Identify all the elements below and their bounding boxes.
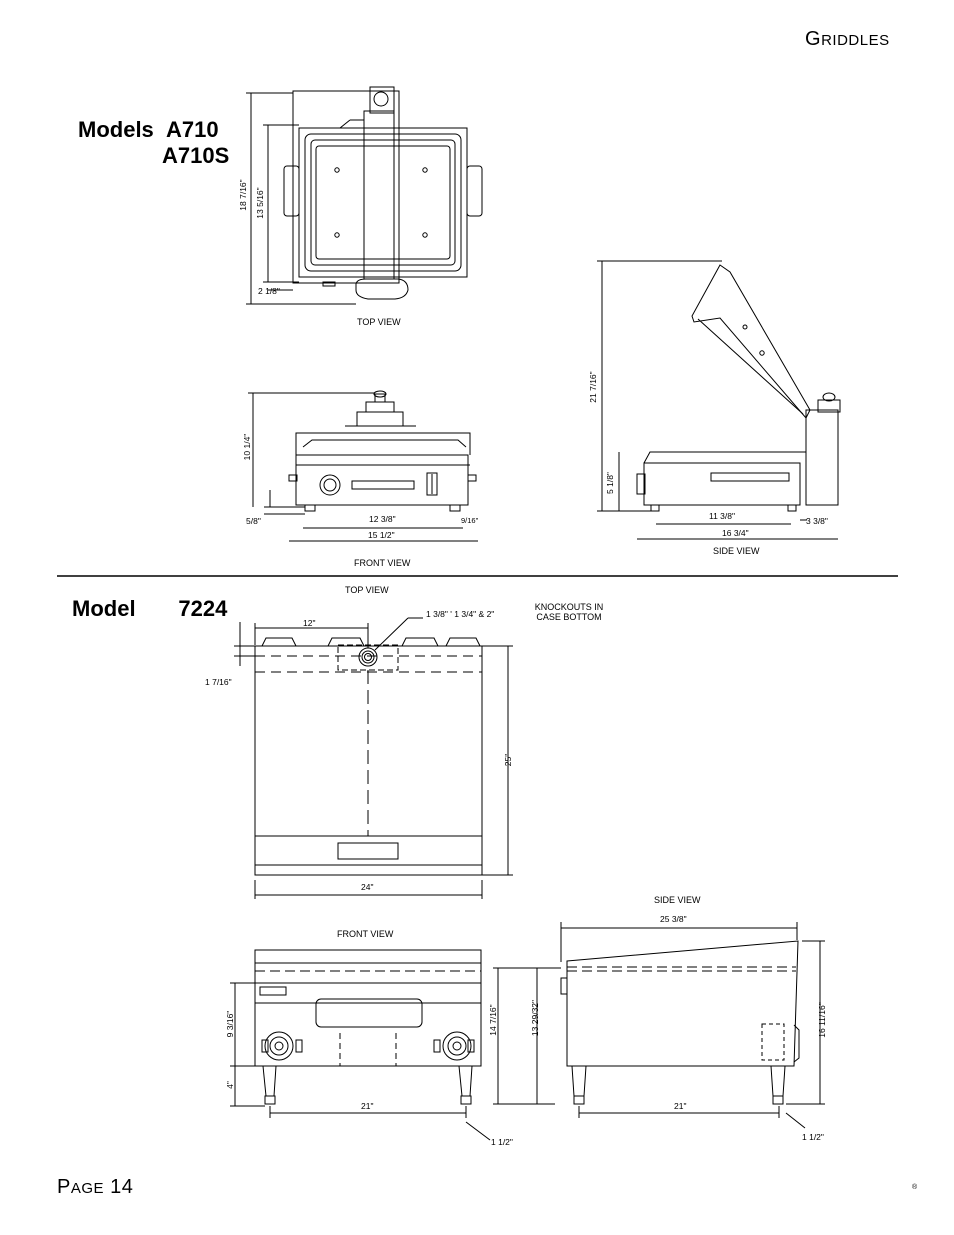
section-title: GRIDDLES [805,28,890,50]
a710-front-view-drawing [248,390,478,542]
dim-7224-side-leg-offset: 1 1/2" [802,1132,824,1142]
dim-a710-front-side-offset: 9/16" [461,516,479,525]
dim-7224-top-knockout-sizes: 1 3/8" ' 1 3/4" & 2" [426,609,495,619]
dim-7224-top-knockout-offset: 12" [303,618,316,628]
dim-a710-front-height: 10 1/4" [242,433,252,461]
7224-side-view-label: SIDE VIEW [654,895,701,905]
7224-top-view-label: TOP VIEW [345,585,389,595]
dim-7224-front-overall-height: 14 7/16" [488,1004,498,1036]
dim-a710-side-overall-depth: 16 3/4" [722,528,749,538]
dim-7224-front-leg-height: 4" [225,1081,235,1089]
dim-a710-front-overall-width: 15 1/2" [368,530,395,540]
dim-a710-side-height-closed: 5 1/8" [605,472,615,494]
dim-7224-top-width: 24" [361,882,374,892]
dim-7224-side-rear-height: 16 11/16" [817,1002,827,1038]
dim-a710-top-offset: 2 1/8" [258,286,280,296]
dim-a710-side-height-open: 21 7/16" [588,371,598,403]
model-title-a710: Models A710 [78,117,219,142]
dim-7224-front-body-height: 9 3/16" [225,1010,235,1038]
7224-front-view-label: FRONT VIEW [337,929,394,939]
dim-a710-side-body-depth: 11 3/8" [709,511,736,521]
dim-7224-side-front-height: 13 29/32" [530,999,540,1037]
dim-a710-top-height-body: 13 5/16" [255,187,265,219]
a710-side-view-drawing [597,260,841,540]
dim-7224-top-depth: 25" [503,753,513,767]
dim-7224-front-leg-spacing: 21" [361,1101,374,1111]
a710-front-view-label: FRONT VIEW [354,558,411,568]
model-title-7224: Model 7224 [72,596,228,621]
dim-7224-side-leg-spacing: 21" [674,1101,687,1111]
dim-a710-side-rear-offset: 3 3/8" [806,516,828,526]
dim-7224-side-depth-overall: 25 3/8" [660,914,687,924]
a710-side-view-label: SIDE VIEW [713,546,760,556]
page-number: PAGE 14 [57,1176,134,1198]
registered-mark: ® [912,1184,918,1191]
dim-a710-front-foot: 5/8" [246,516,261,526]
dim-7224-front-leg-offset: 1 1/2" [491,1137,513,1147]
model-title-a710s: A710S [162,143,230,168]
7224-top-view-drawing [234,617,513,899]
dim-7224-top-front-offset: 1 7/16" [205,677,232,687]
a710-top-view-drawing [246,86,483,305]
7224-front-view-drawing [230,949,561,1141]
dim-a710-front-inner-width: 12 3/8" [369,514,396,524]
dim-a710-top-height-overall: 18 7/16" [238,179,248,211]
7224-side-view-drawing [560,922,825,1129]
a710-top-view-label: TOP VIEW [357,317,401,327]
